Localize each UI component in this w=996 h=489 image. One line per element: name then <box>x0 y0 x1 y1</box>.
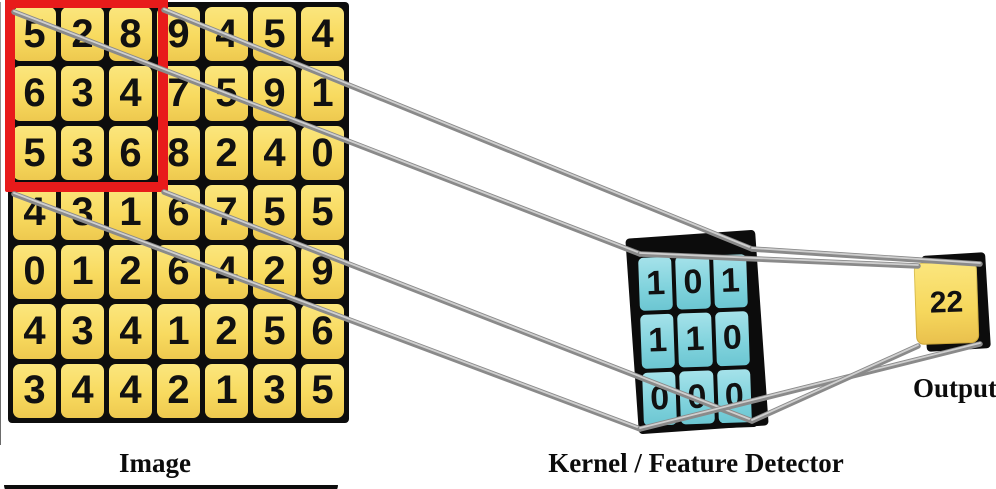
grid-cell: 5 <box>205 66 248 121</box>
grid-cell: 3 <box>13 363 56 418</box>
grid-cell: 1 <box>109 185 152 240</box>
image-3d-side-edge <box>0 2 1 445</box>
grid-cell: 1 <box>61 244 104 300</box>
grid-cell: 4 <box>205 7 248 62</box>
grid-cell: 9 <box>301 244 344 300</box>
grid-cell: 2 <box>109 244 152 300</box>
grid-cell: 5 <box>253 304 296 359</box>
grid-cell: 2 <box>205 304 248 359</box>
receptive-field-highlight <box>5 0 168 192</box>
line-kernel-br-to-output-bl <box>749 343 921 424</box>
output-cell: 22 <box>913 260 980 346</box>
grid-cell: 4 <box>109 304 152 359</box>
grid-cell: 4 <box>301 7 344 62</box>
grid-cell: 4 <box>253 125 296 181</box>
grid-cell: 1 <box>205 363 248 418</box>
kernel-label: Kernel / Feature Detector <box>548 448 844 478</box>
grid-cell: 0 <box>675 255 711 310</box>
grid-cell: 7 <box>205 185 248 240</box>
output-label: Output <box>912 373 996 403</box>
grid-cell: 0 <box>716 368 752 424</box>
grid-cell: 1 <box>638 256 674 312</box>
grid-cell: 1 <box>677 312 713 368</box>
grid-cell: 3 <box>253 363 296 418</box>
grid-cell: 4 <box>13 185 56 240</box>
image-3d-bottom-edge <box>4 485 338 489</box>
grid-cell: 1 <box>712 254 748 309</box>
grid-cell: 6 <box>301 304 344 359</box>
grid-cell: 0 <box>13 244 56 300</box>
grid-cell: 2 <box>253 244 296 300</box>
grid-cell: 1 <box>157 304 200 359</box>
grid-cell: 0 <box>642 371 678 426</box>
grid-cell: 4 <box>109 363 152 418</box>
grid-cell: 0 <box>679 370 715 425</box>
grid-cell: 5 <box>253 7 296 62</box>
grid-cell: 9 <box>253 66 296 121</box>
grid-cell: 5 <box>253 185 296 240</box>
grid-cell: 1 <box>301 66 344 121</box>
grid-cell: 3 <box>61 185 104 240</box>
grid-cell: 4 <box>61 363 104 418</box>
grid-cell: 1 <box>640 314 676 369</box>
grid-cell: 5 <box>301 363 344 418</box>
image-label: Image <box>119 448 191 478</box>
grid-cell: 6 <box>157 185 200 240</box>
grid-cell: 5 <box>301 185 344 240</box>
grid-cell: 3 <box>61 304 104 359</box>
grid-cell: 0 <box>714 311 750 366</box>
grid-cell: 0 <box>301 125 344 181</box>
grid-cell: 2 <box>205 125 248 181</box>
grid-cell: 6 <box>157 244 200 300</box>
grid-cell: 2 <box>157 363 200 418</box>
grid-cell: 4 <box>205 244 248 300</box>
grid-cell: 4 <box>13 304 56 359</box>
